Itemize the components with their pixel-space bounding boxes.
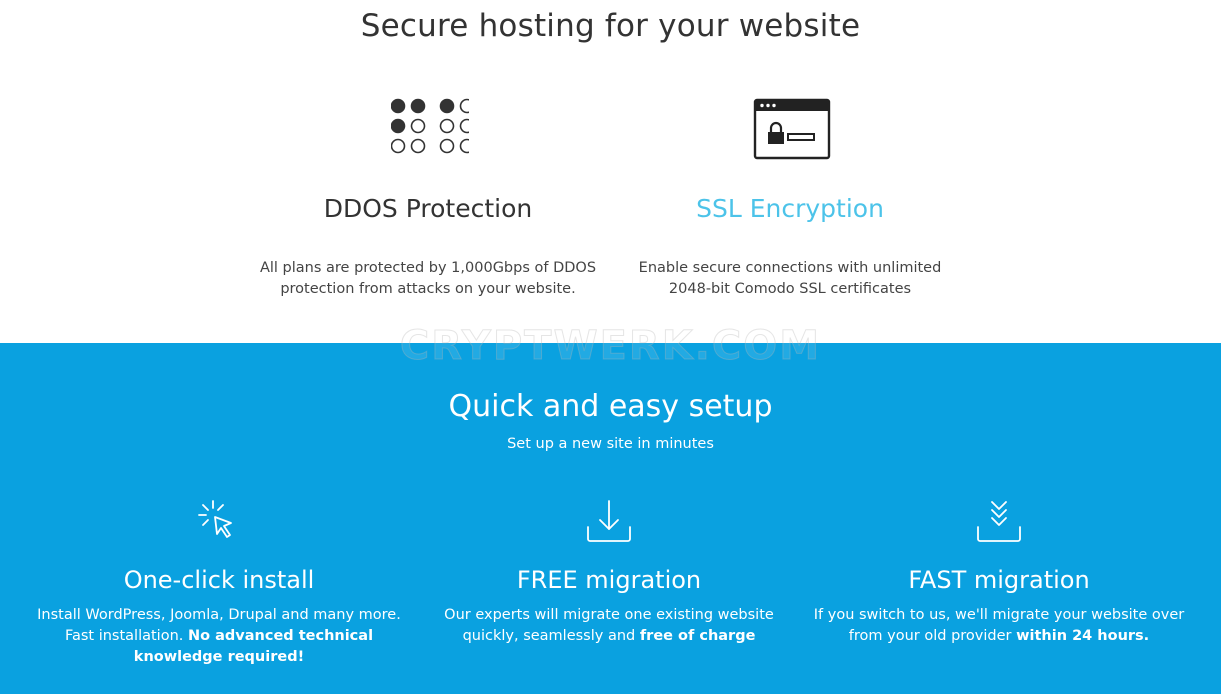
- setup-desc-bold: within 24 hours.: [1016, 628, 1150, 644]
- setup-item-desc: If you switch to us, we'll migrate your …: [809, 605, 1189, 647]
- watermark: CRYPTWERK.COM: [399, 323, 822, 370]
- feature-desc-ssl: Enable secure connections with unlimited…: [610, 258, 970, 300]
- setup-desc-bold-line3: knowledge required!: [133, 649, 305, 665]
- dots-grid-icon: [391, 98, 469, 154]
- setup-desc-bold: No advanced technical: [187, 628, 374, 644]
- setup-desc-line1: If you switch to us, we'll migrate your …: [813, 607, 1185, 623]
- setup-item-desc: Install WordPress, Joomla, Drupal and ma…: [29, 605, 409, 668]
- security-section: Secure hosting for your website DDOS Pro…: [0, 0, 1221, 343]
- setup-desc-line1: Install WordPress, Joomla, Drupal and ma…: [37, 607, 401, 623]
- feature-desc-line1: All plans are protected by 1,000Gbps of …: [259, 260, 597, 276]
- download-tray-icon: [587, 500, 631, 542]
- setup-item-desc: Our experts will migrate one existing we…: [419, 605, 799, 647]
- setup-item-title: FAST migration: [908, 566, 1090, 594]
- browser-lock-icon: [753, 98, 831, 160]
- setup-section: Quick and easy setup Set up a new site i…: [0, 343, 1221, 694]
- feature-title-ssl: SSL Encryption: [696, 194, 884, 223]
- setup-desc-line1: Our experts will migrate one existing we…: [444, 607, 774, 623]
- feature-desc-ddos: All plans are protected by 1,000Gbps of …: [248, 258, 608, 300]
- triple-chevron-tray-icon: [977, 501, 1021, 542]
- feature-desc-line2: 2048-bit Comodo SSL certificates: [668, 281, 912, 297]
- setup-subtitle: Set up a new site in minutes: [507, 436, 714, 452]
- setup-item-title: FREE migration: [516, 566, 702, 594]
- cursor-click-icon: [198, 500, 232, 538]
- page-title: Secure hosting for your website: [360, 8, 861, 44]
- feature-title-ddos: DDOS Protection: [323, 194, 533, 223]
- setup-desc-line2: from your old provider: [848, 628, 1017, 644]
- setup-desc-bold: free of charge: [639, 628, 756, 644]
- setup-desc-line2: Fast installation.: [64, 628, 188, 644]
- setup-title: Quick and easy setup: [448, 389, 773, 424]
- setup-item-title: One-click install: [123, 566, 315, 594]
- setup-desc-line2: quickly, seamlessly and: [462, 628, 640, 644]
- feature-desc-line1: Enable secure connections with unlimited: [638, 260, 942, 276]
- feature-desc-line2: protection from attacks on your website.: [280, 281, 576, 297]
